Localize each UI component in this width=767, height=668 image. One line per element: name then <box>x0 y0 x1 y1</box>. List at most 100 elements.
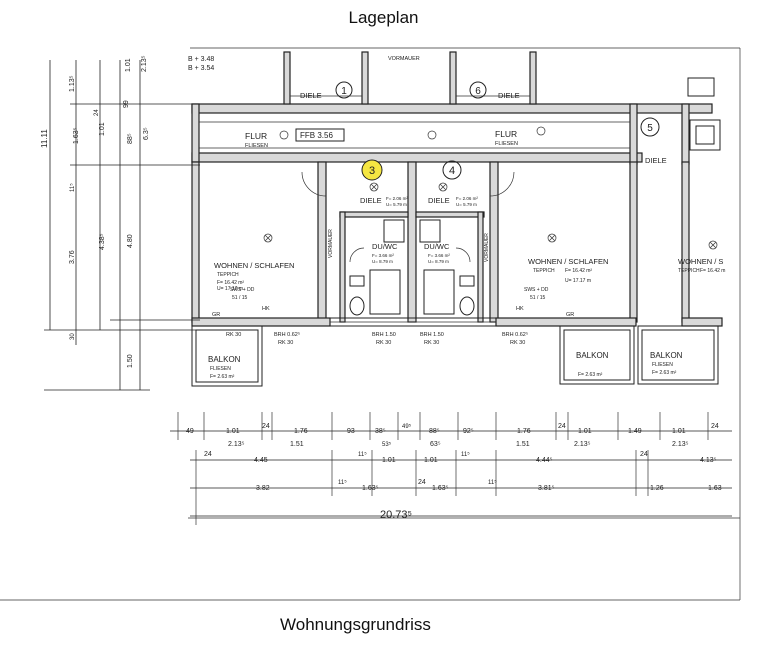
window-note: GR <box>566 312 574 318</box>
bottom-dim: 2.13⁵ <box>574 441 591 448</box>
bottom-dim: 88⁵ <box>429 428 440 435</box>
room-label-duwc-right: DU/WC <box>424 242 450 251</box>
window-note: RK 30 <box>376 340 391 346</box>
window-note: BRH 1.50 <box>420 332 444 338</box>
bottom-dim: 3.82 <box>256 485 270 492</box>
window-note: RK 30 <box>278 340 293 346</box>
balcony-left <box>191 325 263 387</box>
left-dim: 1.01 <box>125 58 132 72</box>
left-dim: 6.3⁵ <box>143 127 150 140</box>
bottom-dim: 1.76 <box>517 428 531 435</box>
bottom-dim: 2.13⁵ <box>228 441 245 448</box>
room-perimeter-diele-left: U= 5.79 m <box>386 202 407 207</box>
window-note: RK 30 <box>424 340 439 346</box>
window-note: HK <box>262 306 270 312</box>
bottom-dim: 1.63⁵ <box>432 485 449 492</box>
room-floor-wohnen-right: TEPPICH <box>533 268 555 274</box>
sws-label-left: SWS + DD <box>230 287 255 293</box>
svg-text:1: 1 <box>341 86 347 97</box>
bottom-dimension-lines <box>170 412 732 525</box>
bottom-dim: 4.44⁵ <box>536 457 553 464</box>
left-dim: 1.63⁵ <box>73 127 80 144</box>
bottom-dim-total: 20.73⁵ <box>380 509 412 521</box>
room-area-balkon-left: F= 2.63 m² <box>210 374 235 380</box>
room-label-flur-left: FLUR <box>245 131 267 141</box>
bottom-dim: 24 <box>558 423 566 430</box>
bottom-dim: 24 <box>262 423 270 430</box>
bottom-dim: 24 <box>640 451 648 458</box>
bottom-dim: 1.51 <box>516 441 530 448</box>
bottom-dim: 11⁵ <box>461 451 470 458</box>
svg-text:5: 5 <box>647 123 653 134</box>
room-label-wohnen-left: WOHNEN / SCHLAFEN <box>214 261 294 270</box>
bottom-dim: 92⁵ <box>463 428 474 435</box>
bottom-dim: 1.01 <box>382 457 396 464</box>
left-dim: 1.13⁵ <box>69 75 76 92</box>
left-dim: 3.76 <box>69 250 76 264</box>
left-dim: 1.50 <box>127 354 134 368</box>
left-dim: 4.38⁵ <box>99 233 106 250</box>
balcony-mid <box>559 325 635 385</box>
bottom-dim: 49 <box>186 428 194 435</box>
bottom-dim: 49⁵ <box>402 423 412 430</box>
bottom-dim: 1.49 <box>628 428 642 435</box>
bottom-dim: 1.01 <box>672 428 686 435</box>
room-label-wohnen-far: WOHNEN / S <box>678 257 723 266</box>
window-note: BRH 1.50 <box>372 332 396 338</box>
room-area-balkon-mid: F= 2.63 m² <box>578 372 603 378</box>
room-floor-wohnen-left: TEPPICH <box>217 272 239 278</box>
room-label-wohnen-right: WOHNEN / SCHLAFEN <box>528 257 608 266</box>
room-area-diele-right: F= 2.06 m² <box>456 196 478 201</box>
bottom-dim: 1.76 <box>294 428 308 435</box>
sws-label-right: SWS + DD <box>524 287 549 293</box>
room-label-duwc-left: DU/WC <box>372 242 398 251</box>
bottom-dim: 11⁵ <box>338 479 347 486</box>
bottom-dim: 1.01 <box>226 428 240 435</box>
window-note: BRH 0.62⁵ <box>502 331 528 338</box>
room-floor-flur-right: FLIESEN <box>495 141 518 147</box>
top-units <box>191 51 721 165</box>
room-label-balkon-right: BALKON <box>650 351 683 360</box>
left-dim: 11⁵ <box>69 183 76 192</box>
room-perimeter-duwc-left: U= 8.79 m <box>372 259 393 264</box>
note-vormauer: VORMAUER <box>388 56 420 62</box>
bottom-dim: 24 <box>418 479 426 486</box>
ceiling-lights <box>263 182 718 250</box>
unit-marker-1: 1 <box>335 81 353 99</box>
bottom-dim: 1.63 <box>708 485 722 492</box>
main-walls <box>191 161 723 327</box>
bottom-dim: 24 <box>711 423 719 430</box>
unit-marker-4: 4 <box>442 160 462 180</box>
left-dim-total: 11.11 <box>40 129 49 148</box>
sws-value-right: 51 / 15 <box>530 295 546 301</box>
bottom-dim: 1.26 <box>650 485 664 492</box>
left-dimension-lines <box>44 60 200 391</box>
bottom-dim: 3.81⁵ <box>538 485 555 492</box>
svg-text:6: 6 <box>475 86 481 97</box>
room-label-balkon-mid: BALKON <box>576 351 609 360</box>
bottom-dim: 1.01 <box>578 428 592 435</box>
bottom-dim: 1.01 <box>424 457 438 464</box>
bottom-dim: 53⁵ <box>382 441 392 448</box>
room-area-wohnen-left: F= 16.42 m² <box>217 280 244 286</box>
svg-text:3: 3 <box>369 165 375 177</box>
unit-marker-6: 6 <box>469 81 487 99</box>
bathroom-fixtures <box>349 219 475 316</box>
room-floor-flur-left: FLIESEN <box>245 143 268 149</box>
room-area-duwc-right: F= 3.66 m² <box>428 253 450 258</box>
sws-value-left: 51 / 15 <box>232 295 248 301</box>
room-perimeter-wohnen-left: U= 17.17 m <box>217 286 243 292</box>
left-dim: 99 <box>123 100 130 108</box>
window-note: RK 30 <box>226 332 241 338</box>
window-note: BRH 0.62⁵ <box>274 331 300 338</box>
room-floor-wohnen-far: TEPPICH <box>678 268 700 274</box>
bottom-dim: 1.51 <box>290 441 304 448</box>
unit-marker-5: 5 <box>640 117 660 137</box>
window-note: RK 30 <box>510 340 525 346</box>
left-dim: 4.80 <box>127 234 134 248</box>
room-area-wohnen-right: F= 16.42 m² <box>565 268 592 274</box>
left-dim: 2.13⁵ <box>141 55 148 72</box>
bottom-dim: 24 <box>204 451 212 458</box>
bottom-dim: 4.45 <box>254 457 268 464</box>
unit-marker-3: 3 <box>361 159 383 181</box>
